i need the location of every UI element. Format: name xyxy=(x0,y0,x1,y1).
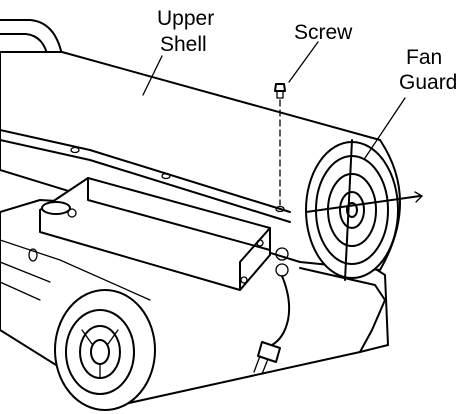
fan-guard xyxy=(305,139,424,281)
control-box xyxy=(39,177,271,291)
label-fan-guard-line2: Guard xyxy=(399,71,457,94)
screw xyxy=(274,83,286,206)
leader-upper-shell xyxy=(142,55,163,96)
wheel xyxy=(54,289,156,411)
label-upper-shell-line2: Shell xyxy=(160,33,207,56)
label-upper-shell-line1: Upper xyxy=(157,7,214,30)
upper-shell xyxy=(0,51,401,271)
leader-lines xyxy=(142,41,406,159)
leader-screw xyxy=(288,41,319,83)
leader-fan-guard xyxy=(364,97,406,159)
label-screw: Screw xyxy=(294,21,353,44)
label-fan-guard-line1: Fan xyxy=(406,46,442,69)
power-cord xyxy=(253,247,291,375)
